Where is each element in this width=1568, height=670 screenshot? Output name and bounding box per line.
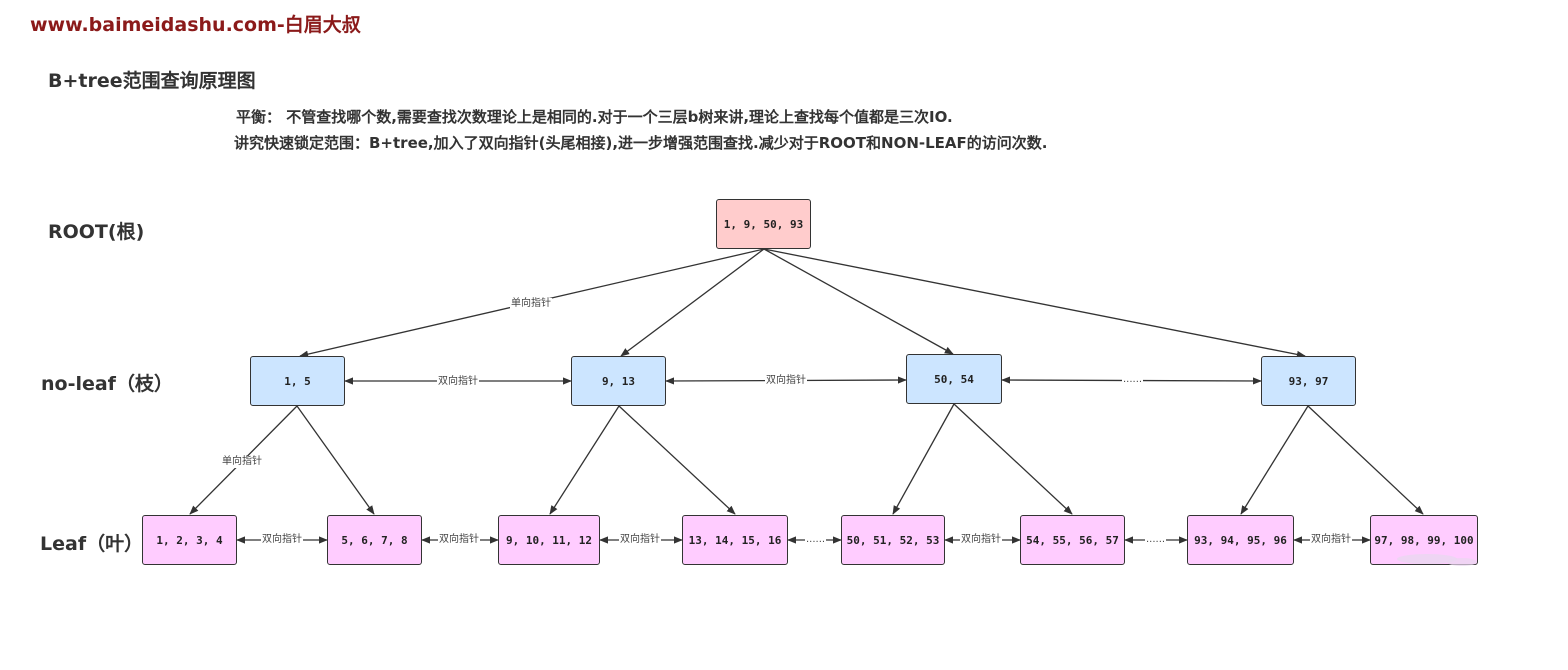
edge-label-two-way: 双向指针 <box>619 534 661 546</box>
edge-label-ellipsis: ...... <box>805 534 827 546</box>
edge-branch-4-to-leaf-7 <box>1240 405 1309 515</box>
leaf-node: 93, 94, 95, 96 <box>1187 515 1294 565</box>
edge-branch-2-to-leaf-3 <box>549 405 620 515</box>
edge-label-two-way: 双向指针 <box>765 375 807 387</box>
edge-root-to-branch-3 <box>763 248 954 355</box>
branch-node: 9, 13 <box>571 356 666 406</box>
watermark: www.baimeidashu.com-白眉大叔 <box>30 14 361 36</box>
branch-node: 1, 5 <box>250 356 345 406</box>
edge-root-to-branch-2 <box>620 248 765 357</box>
edge-branch-1-to-leaf-2 <box>296 405 375 515</box>
branch-node: 50, 54 <box>906 354 1002 404</box>
leaf-node: 13, 14, 15, 16 <box>682 515 788 565</box>
edge-label-ellipsis: ...... <box>1145 534 1167 546</box>
edge-branch-4-to-leaf-8 <box>1307 405 1424 515</box>
branch-node: 93, 97 <box>1261 356 1356 406</box>
leaf-node: 9, 10, 11, 12 <box>498 515 600 565</box>
description-line-1: 平衡： 不管查找哪个数,需要查找次数理论上是相同的.对于一个三层b树来讲,理论上… <box>236 108 953 126</box>
edge-root-to-branch-4 <box>763 248 1306 358</box>
edge-label-two-way: 双向指针 <box>1310 534 1352 546</box>
leaf-node: 54, 55, 56, 57 <box>1020 515 1125 565</box>
edge-label-two-way: 双向指针 <box>960 534 1002 546</box>
edge-label-two-way: 双向指针 <box>437 376 479 388</box>
smudge-mark <box>1397 554 1477 566</box>
edge-branch-3-to-leaf-6 <box>953 403 1073 515</box>
leaf-node: 1, 2, 3, 4 <box>142 515 237 565</box>
diagram-title: B+tree范围查询原理图 <box>48 70 256 92</box>
level-label-leaf: Leaf（叶） <box>40 533 144 555</box>
edge-label-one-way: 单向指针 <box>221 456 263 468</box>
edge-branch-2-to-leaf-4 <box>618 405 736 515</box>
edge-label-two-way: 双向指针 <box>438 534 480 546</box>
edge-label-two-way: 双向指针 <box>261 534 303 546</box>
edge-branch-3-to-leaf-5 <box>892 403 955 515</box>
level-label-branch: no-leaf（枝） <box>41 373 173 395</box>
root-node: 1, 9, 50, 93 <box>716 199 811 249</box>
edge-label-ellipsis: ...... <box>1122 374 1144 386</box>
description-line-2: 讲究快速锁定范围：B+tree,加入了双向指针(头尾相接),进一步增强范围查找.… <box>234 134 1048 152</box>
leaf-node: 50, 51, 52, 53 <box>841 515 945 565</box>
edge-label-one-way: 单向指针 <box>510 298 552 310</box>
leaf-node: 5, 6, 7, 8 <box>327 515 422 565</box>
level-label-root: ROOT(根) <box>48 221 145 243</box>
